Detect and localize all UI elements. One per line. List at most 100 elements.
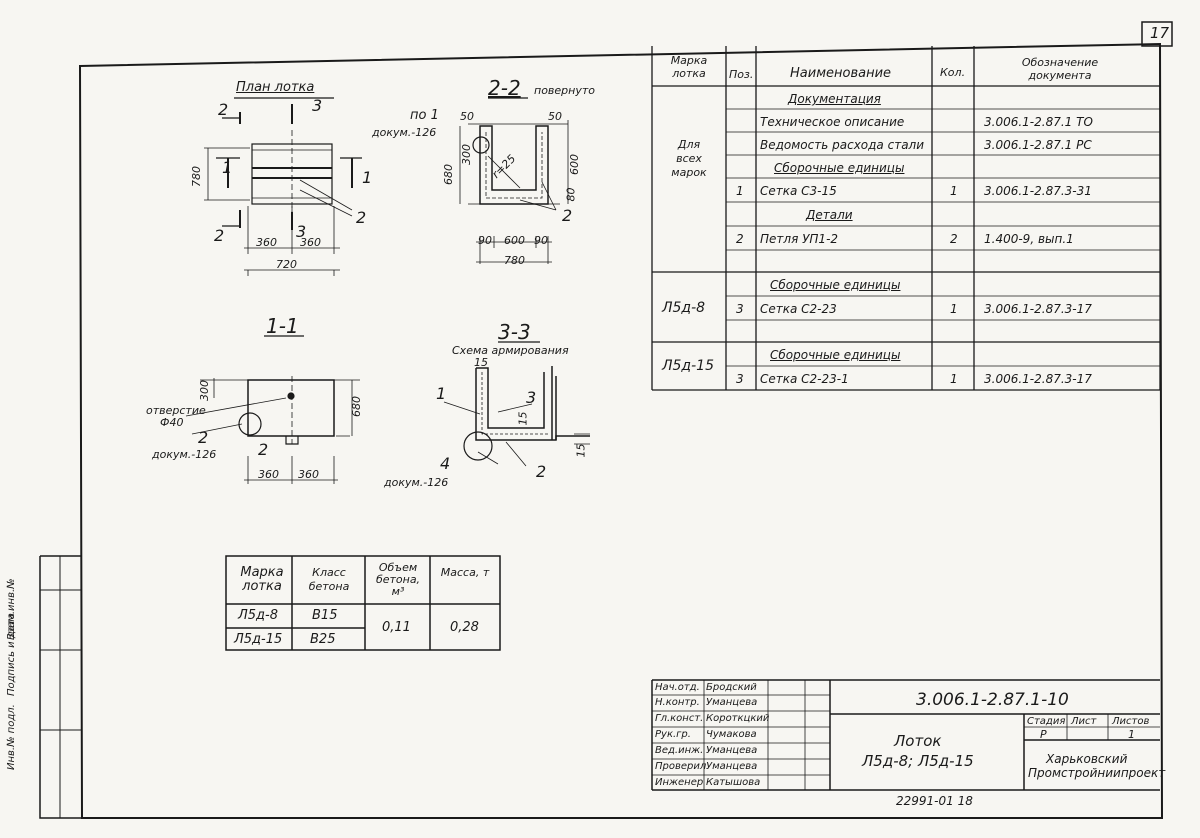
section-1-1-doc-label: докум.-126 bbox=[152, 448, 217, 461]
signer-name: Короткцкий bbox=[706, 713, 770, 724]
signer-role: Вед.инж. bbox=[655, 745, 704, 756]
plan-cut-label: 2 bbox=[214, 226, 225, 245]
stage-label: Стадия bbox=[1027, 716, 1066, 727]
concrete-volume: 0,11 bbox=[382, 620, 411, 635]
dim-total-width: 780 bbox=[504, 254, 525, 267]
concrete-mass: 0,28 bbox=[450, 620, 479, 635]
signer-role: Проверил bbox=[655, 761, 707, 772]
dim-top-left: 50 bbox=[460, 110, 474, 123]
signer-name: Бродский bbox=[706, 682, 757, 693]
dim-bottom-2: 600 bbox=[504, 234, 525, 247]
spec-header-qty: Кол. bbox=[940, 66, 966, 79]
spec-row-name: Сетка С2-23-1 bbox=[760, 372, 849, 386]
spec-row-doc: 1.400-9, вып.1 bbox=[984, 232, 1074, 246]
spec-row-name: Сетка С3-15 bbox=[760, 184, 837, 198]
section-3-3-callout: 1 bbox=[436, 384, 447, 403]
concrete-row-class: В15 bbox=[312, 608, 338, 623]
spec-row-pos: 3 bbox=[736, 372, 744, 386]
spec-row-mark: Л5д-8 bbox=[662, 300, 706, 316]
side-stamp-replace: Взам.инв.№ bbox=[6, 578, 17, 640]
concrete-row-mark: Л5д-8 bbox=[238, 608, 278, 623]
dim-top-right: 50 bbox=[548, 110, 562, 123]
dim-1-1-height: 680 bbox=[350, 396, 363, 417]
spec-row-qty: 2 bbox=[950, 232, 958, 246]
plan-cut-label: 2 bbox=[218, 100, 229, 119]
plan-cut-label: 1 bbox=[222, 158, 233, 177]
spec-row-qty: 1 bbox=[950, 372, 958, 386]
section-2-2-pos-label: по 1 bbox=[410, 108, 439, 123]
spec-row-name: Ведомость расхода стали bbox=[760, 138, 925, 152]
dim-3-3-top: 15 bbox=[474, 356, 488, 369]
signer-name: Уманцева bbox=[706, 697, 758, 708]
stage-value: Р bbox=[1040, 728, 1047, 741]
plan-dim-height: 780 bbox=[190, 166, 203, 187]
concrete-header-mark: Марка лотка bbox=[240, 565, 284, 594]
signer-name: Уманцева bbox=[706, 745, 758, 756]
signer-role: Гл.конст. bbox=[655, 713, 704, 724]
spec-row-name: Сетка С2-23 bbox=[760, 302, 837, 316]
spec-row-qty: 1 bbox=[950, 302, 958, 316]
product-marks: Л5д-8; Л5д-15 bbox=[862, 752, 974, 770]
plan-dim-left: 360 bbox=[256, 236, 277, 249]
plan-dim-total: 720 bbox=[276, 258, 297, 271]
hole-label: отверстие bbox=[146, 404, 206, 417]
plan-cut-label: 1 bbox=[362, 168, 373, 187]
section-1-1-title: 1-1 bbox=[266, 314, 299, 338]
spec-header-name: Наименование bbox=[790, 66, 892, 81]
spec-group-all: Для всех марок bbox=[671, 138, 707, 179]
section-3-3-callout: 2 bbox=[536, 462, 547, 481]
plan-callout: 2 bbox=[356, 208, 367, 227]
spec-row-heading: Сборочные единицы bbox=[774, 161, 905, 175]
section-2-2-subtitle: повернуто bbox=[534, 84, 595, 97]
dim-bottom-height: 80 bbox=[564, 187, 578, 202]
spec-row-doc: 3.006.1-2.87.1 ТО bbox=[984, 115, 1093, 129]
plan-cut-label: 3 bbox=[296, 222, 307, 241]
plan-title: План лотка bbox=[236, 80, 315, 95]
side-stamp-inv: Инв.№ подл. bbox=[6, 704, 17, 770]
spec-row-heading: Документация bbox=[788, 92, 881, 106]
spec-row-doc: 3.006.1-2.87.1 РС bbox=[984, 138, 1092, 152]
signer-name: Катышова bbox=[706, 777, 761, 788]
sheet-label: Лист bbox=[1071, 716, 1097, 727]
plan-drawing bbox=[204, 104, 362, 276]
dim-left-height: 300 bbox=[460, 144, 473, 165]
section-3-3-drawing bbox=[443, 366, 590, 467]
spec-row-doc: 3.006.1-2.87.3-17 bbox=[984, 372, 1092, 386]
spec-header-pos: Поз. bbox=[729, 68, 754, 81]
section-2-2-callout: 2 bbox=[562, 206, 573, 225]
dim-1-1-left: 360 bbox=[258, 468, 279, 481]
plan-dim-right: 360 bbox=[300, 236, 321, 249]
dim-total-height: 680 bbox=[442, 164, 455, 185]
sheets-label: Листов bbox=[1112, 716, 1150, 727]
plan-cut-label: 3 bbox=[312, 96, 323, 115]
spec-row-doc: 3.006.1-2.87.3-17 bbox=[984, 302, 1092, 316]
doc-code: 3.006.1-2.87.1-10 bbox=[916, 690, 1069, 710]
signer-name: Уманцева bbox=[706, 761, 758, 772]
org-line1: Харьковский bbox=[1046, 752, 1128, 766]
sheet-number: 17 bbox=[1150, 24, 1170, 42]
dim-3-3-right: 15 bbox=[574, 443, 588, 458]
signer-role: Нач.отд. bbox=[655, 682, 700, 693]
spec-row-heading: Сборочные единицы bbox=[770, 348, 901, 362]
spec-row-heading: Сборочные единицы bbox=[770, 278, 901, 292]
dim-3-3-mid: 15 bbox=[516, 411, 530, 426]
concrete-row-mark: Л5д-15 bbox=[234, 632, 283, 647]
dim-side-height: 600 bbox=[568, 154, 581, 175]
section-2-2-doc-label: докум.-126 bbox=[372, 126, 437, 139]
spec-row-mark: Л5д-15 bbox=[662, 358, 714, 374]
spec-row-qty: 1 bbox=[950, 184, 958, 198]
section-3-3-callout: 4 bbox=[440, 454, 451, 473]
spec-row-pos: 2 bbox=[736, 232, 744, 246]
dim-1-1-top: 300 bbox=[198, 380, 211, 401]
dim-1-1-right: 360 bbox=[298, 468, 319, 481]
section-3-3-subtitle: Схема армирования bbox=[452, 344, 569, 357]
spec-row-doc: 3.006.1-2.87.3-31 bbox=[984, 184, 1092, 198]
concrete-row-class: В25 bbox=[310, 632, 336, 647]
section-2-2-drawing bbox=[459, 120, 569, 264]
hole-diameter: Ф40 bbox=[160, 416, 184, 429]
dim-bottom-3: 90 bbox=[534, 234, 548, 247]
section-3-3-title: 3-3 bbox=[498, 320, 531, 344]
spec-header-mark: Марка лотка bbox=[670, 54, 708, 80]
signer-role: Н.контр. bbox=[655, 697, 700, 708]
